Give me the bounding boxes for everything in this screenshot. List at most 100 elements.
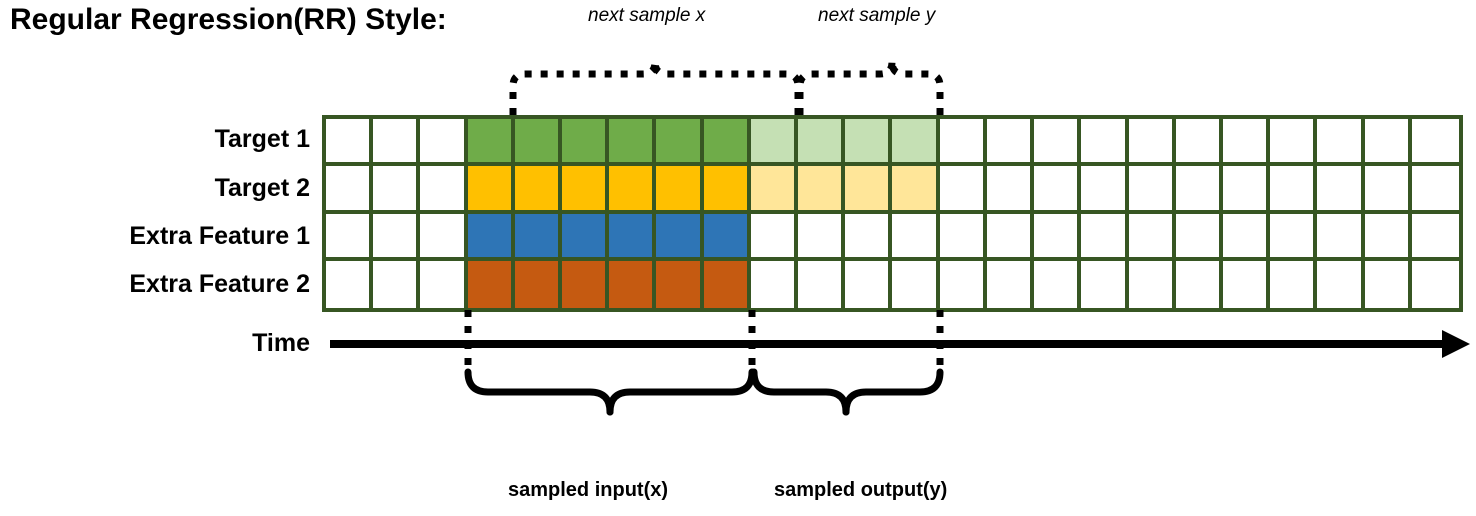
timeline-cell (1317, 260, 1365, 308)
timeline-cell (420, 213, 468, 261)
caption-input-line-1: sampled input(x) (508, 479, 669, 502)
timeline-cell (1128, 119, 1176, 167)
timeline-cell (326, 166, 374, 214)
timeline-cell (798, 213, 846, 261)
timeline-cell (420, 166, 468, 214)
timeline-cell (1128, 260, 1176, 308)
timeline-cell (1317, 166, 1365, 214)
timeline-cell (1081, 119, 1129, 167)
timeline-cell (514, 213, 563, 261)
time-axis-label: Time (252, 329, 310, 357)
timeline-cell (1317, 119, 1365, 167)
timeline-cell (703, 119, 751, 167)
caption-output-line-1: sampled output(y) (774, 479, 948, 502)
timeline-cell (750, 119, 799, 167)
timeline-cell (1364, 166, 1412, 214)
timeline-row-3 (326, 213, 1459, 261)
timeline-cell (939, 213, 987, 261)
timeline-cell (703, 166, 751, 214)
timeline-cell (514, 119, 563, 167)
timeline-cell (986, 119, 1035, 167)
timeline-cell (798, 119, 846, 167)
timeline-cell (656, 260, 704, 308)
timeline-cell (750, 260, 799, 308)
timeline-cell (656, 119, 704, 167)
timeline-cell (1034, 119, 1082, 167)
timeline-cell (562, 166, 610, 214)
dotted-brace-next-sample-y (796, 61, 944, 115)
timeline-cell (1175, 260, 1223, 308)
timeline-cell (750, 166, 799, 214)
timeline-cell (1411, 213, 1459, 261)
timeline-cell (1034, 213, 1082, 261)
timeline-cell (1270, 119, 1318, 167)
timeline-cell (1222, 166, 1271, 214)
timeline-cell (609, 260, 657, 308)
timeline-cell (1128, 213, 1176, 261)
timeline-cell (467, 166, 515, 214)
timeline-cell (1411, 119, 1459, 167)
row-label-extra-feature-2: Extra Feature 2 (129, 270, 310, 298)
dotted-guide-lines (464, 310, 944, 372)
timeline-cell (798, 260, 846, 308)
timeline-cell (1128, 166, 1176, 214)
timeline-cell (609, 166, 657, 214)
row-label-target-2: Target 2 (214, 174, 310, 202)
timeline-cell (373, 166, 421, 214)
timeline-cell (892, 119, 940, 167)
row-label-extra-feature-1: Extra Feature 1 (129, 222, 310, 250)
caption-sampled-output: sampled output(y) horizon=4 output_featu… (774, 424, 990, 516)
timeline-cell (326, 260, 374, 308)
timeline-cell (420, 119, 468, 167)
annotation-label-next-sample-y: next sample y (818, 5, 936, 26)
timeline-cell (1317, 213, 1365, 261)
timeline-cell (609, 213, 657, 261)
timeline-cell (703, 213, 751, 261)
timeline-cell (609, 119, 657, 167)
timeline-cell (939, 119, 987, 167)
timeline-cell (939, 260, 987, 308)
timeline-cell (845, 213, 893, 261)
timeline-cell (1034, 260, 1082, 308)
timeline-cell (1364, 119, 1412, 167)
timeline-cell (892, 260, 940, 308)
brace-sampled-input (464, 368, 756, 416)
timeline-cell (1222, 213, 1271, 261)
timeline-grid (322, 115, 1463, 312)
timeline-cell (373, 260, 421, 308)
timeline-cell (1222, 119, 1271, 167)
timeline-cell (1411, 166, 1459, 214)
timeline-cell (1270, 260, 1318, 308)
timeline-cell (514, 166, 563, 214)
timeline-cell (326, 119, 374, 167)
dotted-brace-next-sample-x (509, 61, 802, 115)
timeline-cell (1081, 260, 1129, 308)
timeline-cell (1270, 166, 1318, 214)
timeline-cell (656, 213, 704, 261)
timeline-cell (750, 213, 799, 261)
timeline-cell (562, 260, 610, 308)
timeline-cell (373, 119, 421, 167)
timeline-cell (326, 213, 374, 261)
timeline-cell (1081, 166, 1129, 214)
timeline-cell (1364, 213, 1412, 261)
timeline-cell (845, 260, 893, 308)
timeline-cell (986, 166, 1035, 214)
timeline-cell (798, 166, 846, 214)
timeline-cell (986, 260, 1035, 308)
caption-sampled-input: sampled input(x) lookback=6 input_featur… (508, 424, 711, 516)
timeline-cell (1175, 166, 1223, 214)
page-title: Regular Regression(RR) Style: (10, 3, 447, 36)
timeline-row-4 (326, 260, 1459, 308)
timeline-cell (1364, 260, 1412, 308)
timeline-cell (467, 260, 515, 308)
timeline-cell (1081, 213, 1129, 261)
timeline-cell (939, 166, 987, 214)
row-label-target-1: Target 1 (214, 125, 310, 153)
timeline-cell (420, 260, 468, 308)
timeline-cell (845, 166, 893, 214)
timeline-cell (703, 260, 751, 308)
timeline-cell (1222, 260, 1271, 308)
brace-sampled-output (750, 368, 944, 416)
